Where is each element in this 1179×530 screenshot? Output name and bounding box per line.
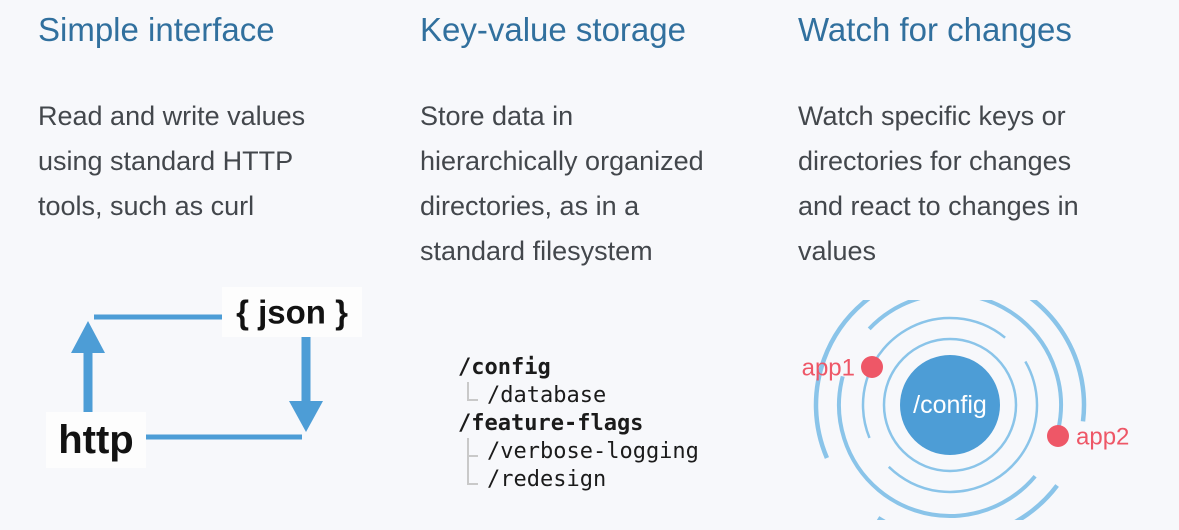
tree-connector-elbow-icon [458,382,487,410]
watch-ripple-diagram: /config app1 app2 [802,300,1129,520]
description-line: directories for changes [798,145,1072,176]
config-node-circle [900,355,1000,455]
app1-dot [861,356,883,378]
tree-connector-elbow-icon [458,466,487,494]
description-line: Watch specific keys or [798,100,1066,131]
ripple-ring-1 [882,337,1018,473]
feature-description: Watch specific keys or directories for c… [798,94,1138,274]
description-line: Read and write values [38,100,306,131]
tree-entry-label: /verbose-logging [487,439,699,464]
tree-connector-tee-icon [458,438,487,466]
http-label: http [46,412,146,468]
key-tree-diagram: /config /database /feature-flags /verbos… [458,354,699,494]
feature-heading: Simple interface [38,11,275,48]
description-line: and react to changes in [798,190,1079,221]
feature-heading: Watch for changes [798,11,1072,48]
tree-entry: /database [458,382,699,410]
config-node-label: /config [913,391,987,419]
tree-entry: /verbose-logging [458,438,699,466]
json-label: { json } [222,287,362,337]
feature-heading: Key-value storage [420,11,686,48]
tree-entry-label: /config [458,355,551,380]
app2-dot [1047,425,1069,447]
svg-text:http: http [58,418,134,462]
app2-label: app2 [1076,424,1129,451]
tree-entry-label: /database [487,383,607,408]
ripple-ring-3 [837,300,1063,518]
svg-text:{ json }: { json } [236,294,348,331]
feature-column-key-value-storage: Key-value storage Store data in hierarch… [420,10,760,274]
ripple-ring-outer [813,300,1087,520]
tree-entry-label: /redesign [487,467,607,492]
description-line: directories, as in a [420,190,640,221]
arrow-down-icon [289,335,323,432]
tree-entry: /config [458,354,699,382]
app1-label: app1 [802,355,855,382]
tree-entry: /feature-flags [458,410,699,438]
tree-entry-label: /feature-flags [458,411,644,436]
arrow-up-icon [71,321,105,413]
http-json-diagram: { json } http [46,287,362,468]
description-line: using standard HTTP [38,145,294,176]
feature-column-watch-for-changes: Watch for changes Watch specific keys or… [798,10,1138,274]
description-line: standard filesystem [420,235,653,266]
description-line: hierarchically organized [420,145,704,176]
feature-description: Store data in hierarchically organized d… [420,94,760,274]
tree-entry: /redesign [458,466,699,494]
feature-column-simple-interface: Simple interface Read and write values u… [38,10,358,229]
description-line: tools, such as curl [38,190,255,221]
feature-description: Read and write values using standard HTT… [38,94,358,229]
ripple-ring-2 [861,316,1039,494]
description-line: Store data in [420,100,574,131]
description-line: values [798,235,877,266]
